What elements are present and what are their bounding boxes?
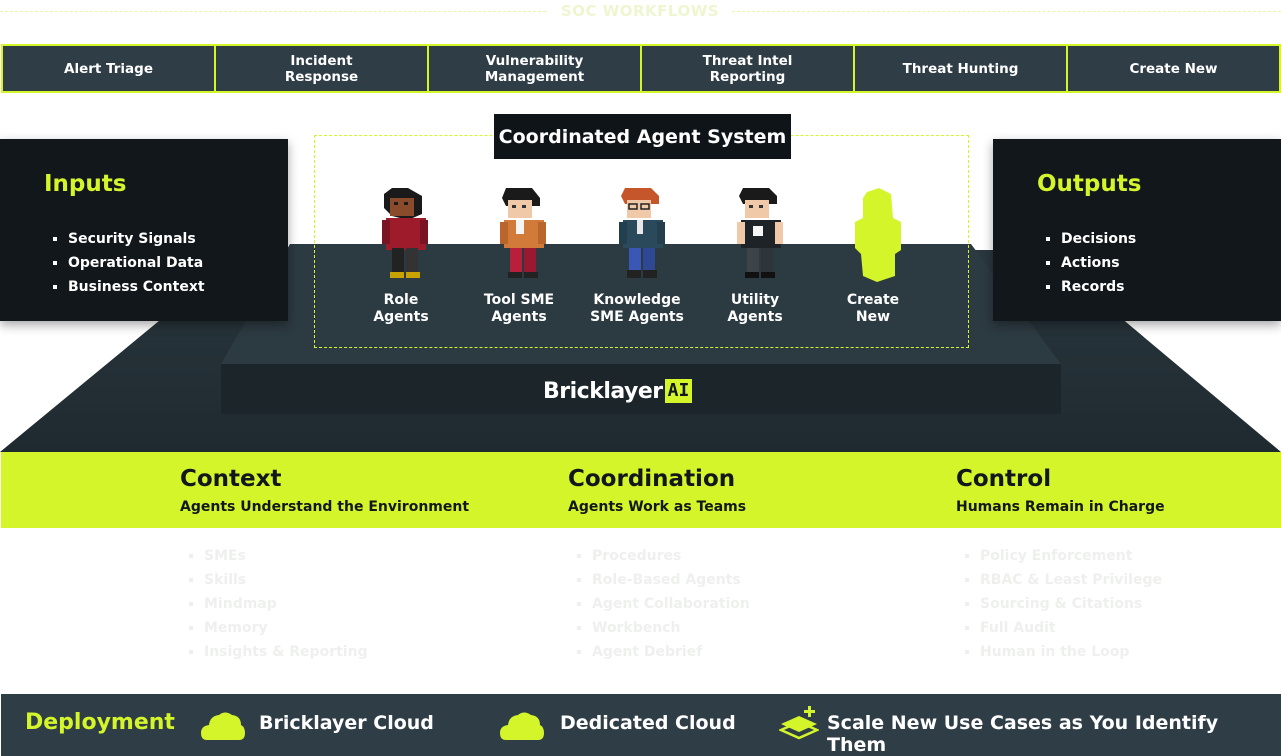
logo-ai-badge: AI — [664, 379, 693, 403]
list-item: Agent Collaboration — [577, 592, 750, 616]
list-item: Policy Enforcement — [965, 544, 1162, 568]
input-item: Security Signals — [53, 227, 205, 251]
soc-divider-left — [0, 11, 546, 12]
create-new-agent-silhouette-icon — [855, 188, 901, 282]
list-item: Sourcing & Citations — [965, 592, 1162, 616]
agent-label-knowledge-sme: Knowledge SME Agents — [590, 292, 684, 325]
knowledge-sme-agent-figure-icon — [619, 188, 665, 278]
role-agent-figure-icon — [382, 188, 428, 278]
pillar-control-subtitle: Humans Remain in Charge — [956, 499, 1165, 515]
layers-plus-icon — [779, 706, 819, 740]
workflow-threat-hunting: Threat Hunting — [853, 46, 1066, 91]
output-item: Decisions — [1046, 227, 1136, 251]
outputs-panel: Outputs Decisions Actions Records — [993, 139, 1281, 321]
output-item: Actions — [1046, 251, 1136, 275]
workflow-alert-triage: Alert Triage — [1, 46, 214, 91]
output-item: Records — [1046, 275, 1136, 299]
list-item: RBAC & Least Privilege — [965, 568, 1162, 592]
list-item: Full Audit — [965, 616, 1162, 640]
list-item: Workbench — [577, 616, 750, 640]
list-item: Procedures — [577, 544, 750, 568]
list-item: Agent Debrief — [577, 640, 750, 664]
deployment-title: Deployment — [25, 710, 175, 735]
pillar-context-subtitle: Agents Understand the Environment — [180, 499, 470, 515]
soc-divider-right — [732, 11, 1281, 12]
pillar-coordination-subtitle: Agents Work as Teams — [568, 499, 747, 515]
input-item: Business Context — [53, 275, 205, 299]
agent-label-create-new: Create New — [846, 292, 900, 325]
deployment-bar: Deployment Bricklayer Cloud Dedicated Cl… — [1, 694, 1281, 756]
agent-system-title: Coordinated Agent System — [494, 114, 791, 159]
soc-workflows-title: SOC WORKFLOWS — [560, 2, 720, 20]
tool-sme-agent-figure-icon — [500, 188, 546, 278]
pillar-context-title: Context — [180, 466, 282, 492]
logo-text: Bricklayer — [543, 378, 663, 404]
list-item: Insights & Reporting — [189, 640, 368, 664]
cloud-icon — [500, 712, 544, 740]
cloud-icon — [201, 712, 245, 740]
pillar-coordination-title: Coordination — [568, 466, 736, 492]
list-item: Memory — [189, 616, 368, 640]
upper-platform-top — [221, 244, 1061, 364]
upper-platform-front — [221, 364, 1061, 414]
inputs-list: Security Signals Operational Data Busine… — [53, 227, 205, 299]
workflow-create-new: Create New — [1066, 46, 1281, 91]
workflow-incident-response: Incident Response — [214, 46, 427, 91]
agent-label-role: Role Agents — [373, 292, 429, 325]
pillar-coordination-list: Procedures Role-Based Agents Agent Colla… — [577, 544, 750, 664]
bricklayer-logo: Bricklayer AI — [543, 377, 693, 405]
outputs-list: Decisions Actions Records — [1046, 227, 1136, 299]
workflow-bar: Alert Triage Incident Response Vulnerabi… — [1, 44, 1281, 93]
utility-agent-figure-icon — [737, 188, 783, 278]
deployment-dedicated-cloud: Dedicated Cloud — [560, 712, 736, 734]
outputs-title: Outputs — [1037, 171, 1142, 197]
deployment-bricklayer-cloud: Bricklayer Cloud — [259, 712, 434, 734]
list-item: Mindmap — [189, 592, 368, 616]
inputs-title: Inputs — [44, 171, 127, 197]
workflow-vulnerability-management: Vulnerability Management — [427, 46, 640, 91]
list-item: Human in the Loop — [965, 640, 1162, 664]
agent-label-tool-sme: Tool SME Agents — [483, 292, 555, 325]
input-item: Operational Data — [53, 251, 205, 275]
workflow-threat-intel-reporting: Threat Intel Reporting — [640, 46, 853, 91]
deployment-scale-use-cases: Scale New Use Cases as You Identify Them — [827, 712, 1219, 756]
list-item: Skills — [189, 568, 368, 592]
pillar-context-list: SMEs Skills Mindmap Memory Insights & Re… — [189, 544, 368, 664]
pillars-band — [1, 452, 1281, 528]
list-item: Role-Based Agents — [577, 568, 750, 592]
pillar-control-list: Policy Enforcement RBAC & Least Privileg… — [965, 544, 1162, 664]
pillar-control-title: Control — [956, 466, 1052, 492]
agent-label-utility: Utility Agents — [727, 292, 783, 325]
list-item: SMEs — [189, 544, 368, 568]
inputs-panel: Inputs Security Signals Operational Data… — [0, 139, 288, 321]
